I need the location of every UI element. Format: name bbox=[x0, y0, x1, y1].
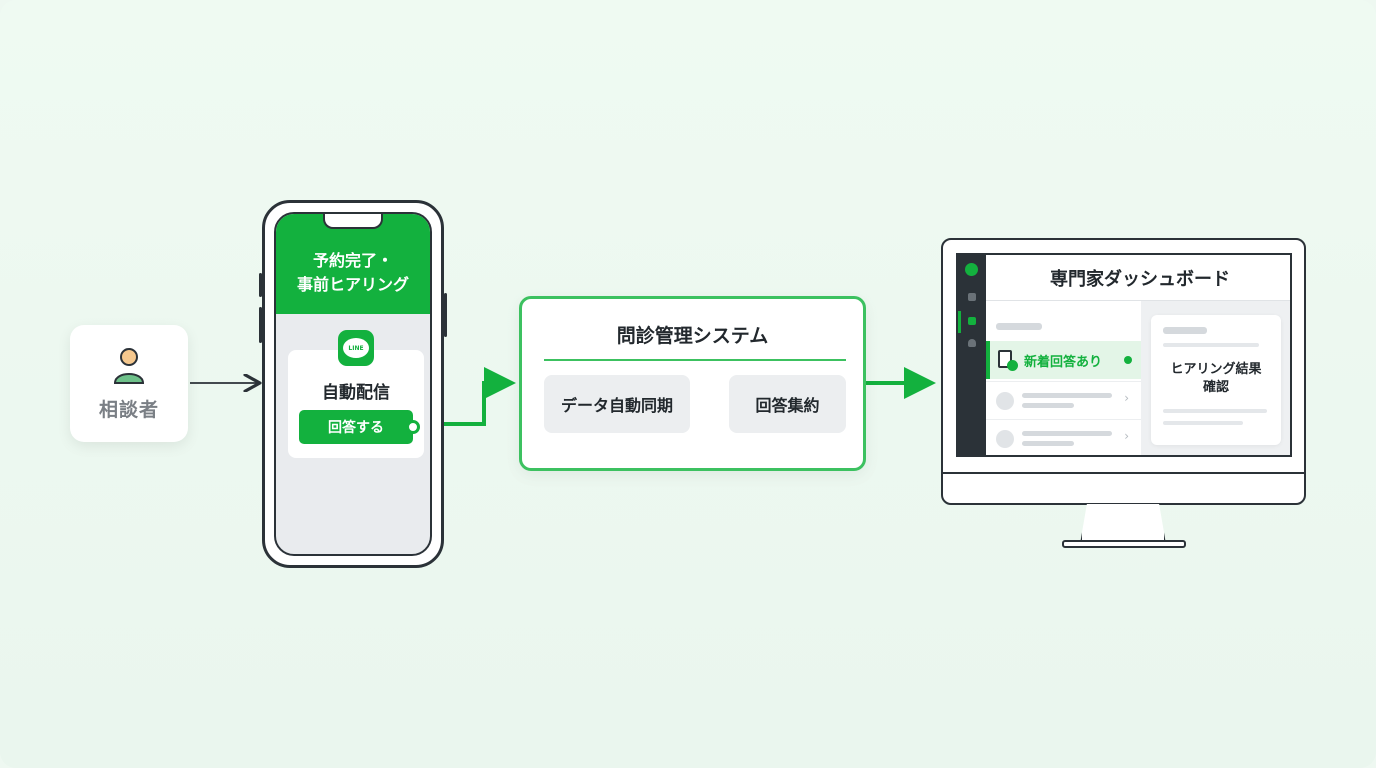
data-sync-step: データ自動同期 bbox=[544, 375, 690, 433]
message-card: LINE 自動配信 回答する bbox=[288, 330, 424, 458]
dashboard-title: 専門家ダッシュボード bbox=[986, 255, 1290, 301]
hearing-result-line1: ヒアリング結果 bbox=[1170, 362, 1262, 377]
new-indicator-dot bbox=[1124, 356, 1132, 364]
skeleton-line bbox=[1163, 327, 1207, 334]
phone-header: 予約完了・ 事前ヒアリング bbox=[276, 214, 430, 314]
reply-button[interactable]: 回答する bbox=[299, 410, 420, 444]
person-icon bbox=[113, 348, 145, 384]
monitor-stand-base bbox=[1062, 540, 1186, 548]
desktop-monitor: 専門家ダッシュボード 新着回答あり › › bbox=[941, 238, 1306, 505]
phone-screen: 予約完了・ 事前ヒアリング LINE 自動配信 回答する bbox=[274, 212, 432, 556]
consultant-user-card: 相談者 bbox=[70, 325, 188, 442]
hearing-result-title: ヒアリング結果 確認 bbox=[1151, 361, 1281, 397]
skeleton-line bbox=[1163, 409, 1267, 413]
phone-side-button bbox=[259, 307, 262, 343]
dashboard-screen: 専門家ダッシュボード 新着回答あり › › bbox=[956, 253, 1292, 457]
skeleton-line bbox=[1022, 403, 1074, 408]
phone-notch bbox=[323, 214, 383, 229]
app-logo-icon bbox=[965, 263, 978, 276]
line-app-icon: LINE bbox=[338, 330, 374, 366]
skeleton-line bbox=[996, 323, 1042, 330]
message-card-title: 自動配信 bbox=[322, 383, 390, 403]
dashboard-sidebar bbox=[958, 255, 986, 455]
list-item[interactable]: › bbox=[986, 381, 1141, 419]
grid-icon[interactable] bbox=[968, 317, 976, 325]
hearing-result-line2: 確認 bbox=[1202, 380, 1229, 395]
line-badge: LINE bbox=[343, 338, 369, 358]
phone-side-button bbox=[444, 293, 447, 337]
chevron-right-icon: › bbox=[1124, 429, 1129, 443]
new-answer-row[interactable]: 新着回答あり bbox=[986, 341, 1141, 379]
avatar bbox=[996, 392, 1014, 410]
skeleton-line bbox=[1022, 431, 1112, 436]
answer-aggregation-step: 回答集約 bbox=[729, 375, 846, 433]
system-divider bbox=[544, 359, 846, 361]
phone-header-line1: 予約完了・ bbox=[312, 251, 393, 270]
connector-dot bbox=[406, 420, 420, 434]
active-indicator bbox=[958, 311, 961, 333]
skeleton-line bbox=[1022, 441, 1074, 446]
monitor-stand-neck bbox=[1080, 504, 1166, 544]
chevron-right-icon: › bbox=[1124, 391, 1129, 405]
hearing-result-card[interactable]: ヒアリング結果 確認 bbox=[1151, 315, 1281, 445]
skeleton-line bbox=[1163, 421, 1243, 425]
system-title: 問診管理システム bbox=[616, 325, 769, 347]
user-label: 相談者 bbox=[98, 399, 159, 421]
answer-list: 新着回答あり › › bbox=[986, 301, 1141, 455]
avatar bbox=[996, 430, 1014, 448]
list-item[interactable]: › bbox=[986, 419, 1141, 455]
interview-management-system: 問診管理システム データ自動同期 回答集約 bbox=[519, 296, 866, 471]
skeleton-line bbox=[1163, 343, 1259, 347]
bell-icon[interactable] bbox=[968, 339, 976, 347]
home-icon[interactable] bbox=[968, 293, 976, 301]
answer-aggregation-label: 回答集約 bbox=[755, 396, 820, 415]
skeleton-line bbox=[1022, 393, 1112, 398]
reply-button-label: 回答する bbox=[328, 420, 384, 436]
smartphone: 予約完了・ 事前ヒアリング LINE 自動配信 回答する bbox=[259, 200, 447, 568]
phone-side-button bbox=[259, 273, 262, 297]
data-sync-label: データ自動同期 bbox=[560, 396, 673, 415]
new-answer-label: 新着回答あり bbox=[1024, 355, 1103, 370]
monitor-chin bbox=[943, 472, 1304, 474]
phone-header-line2: 事前ヒアリング bbox=[296, 275, 409, 294]
check-icon bbox=[1007, 360, 1018, 371]
